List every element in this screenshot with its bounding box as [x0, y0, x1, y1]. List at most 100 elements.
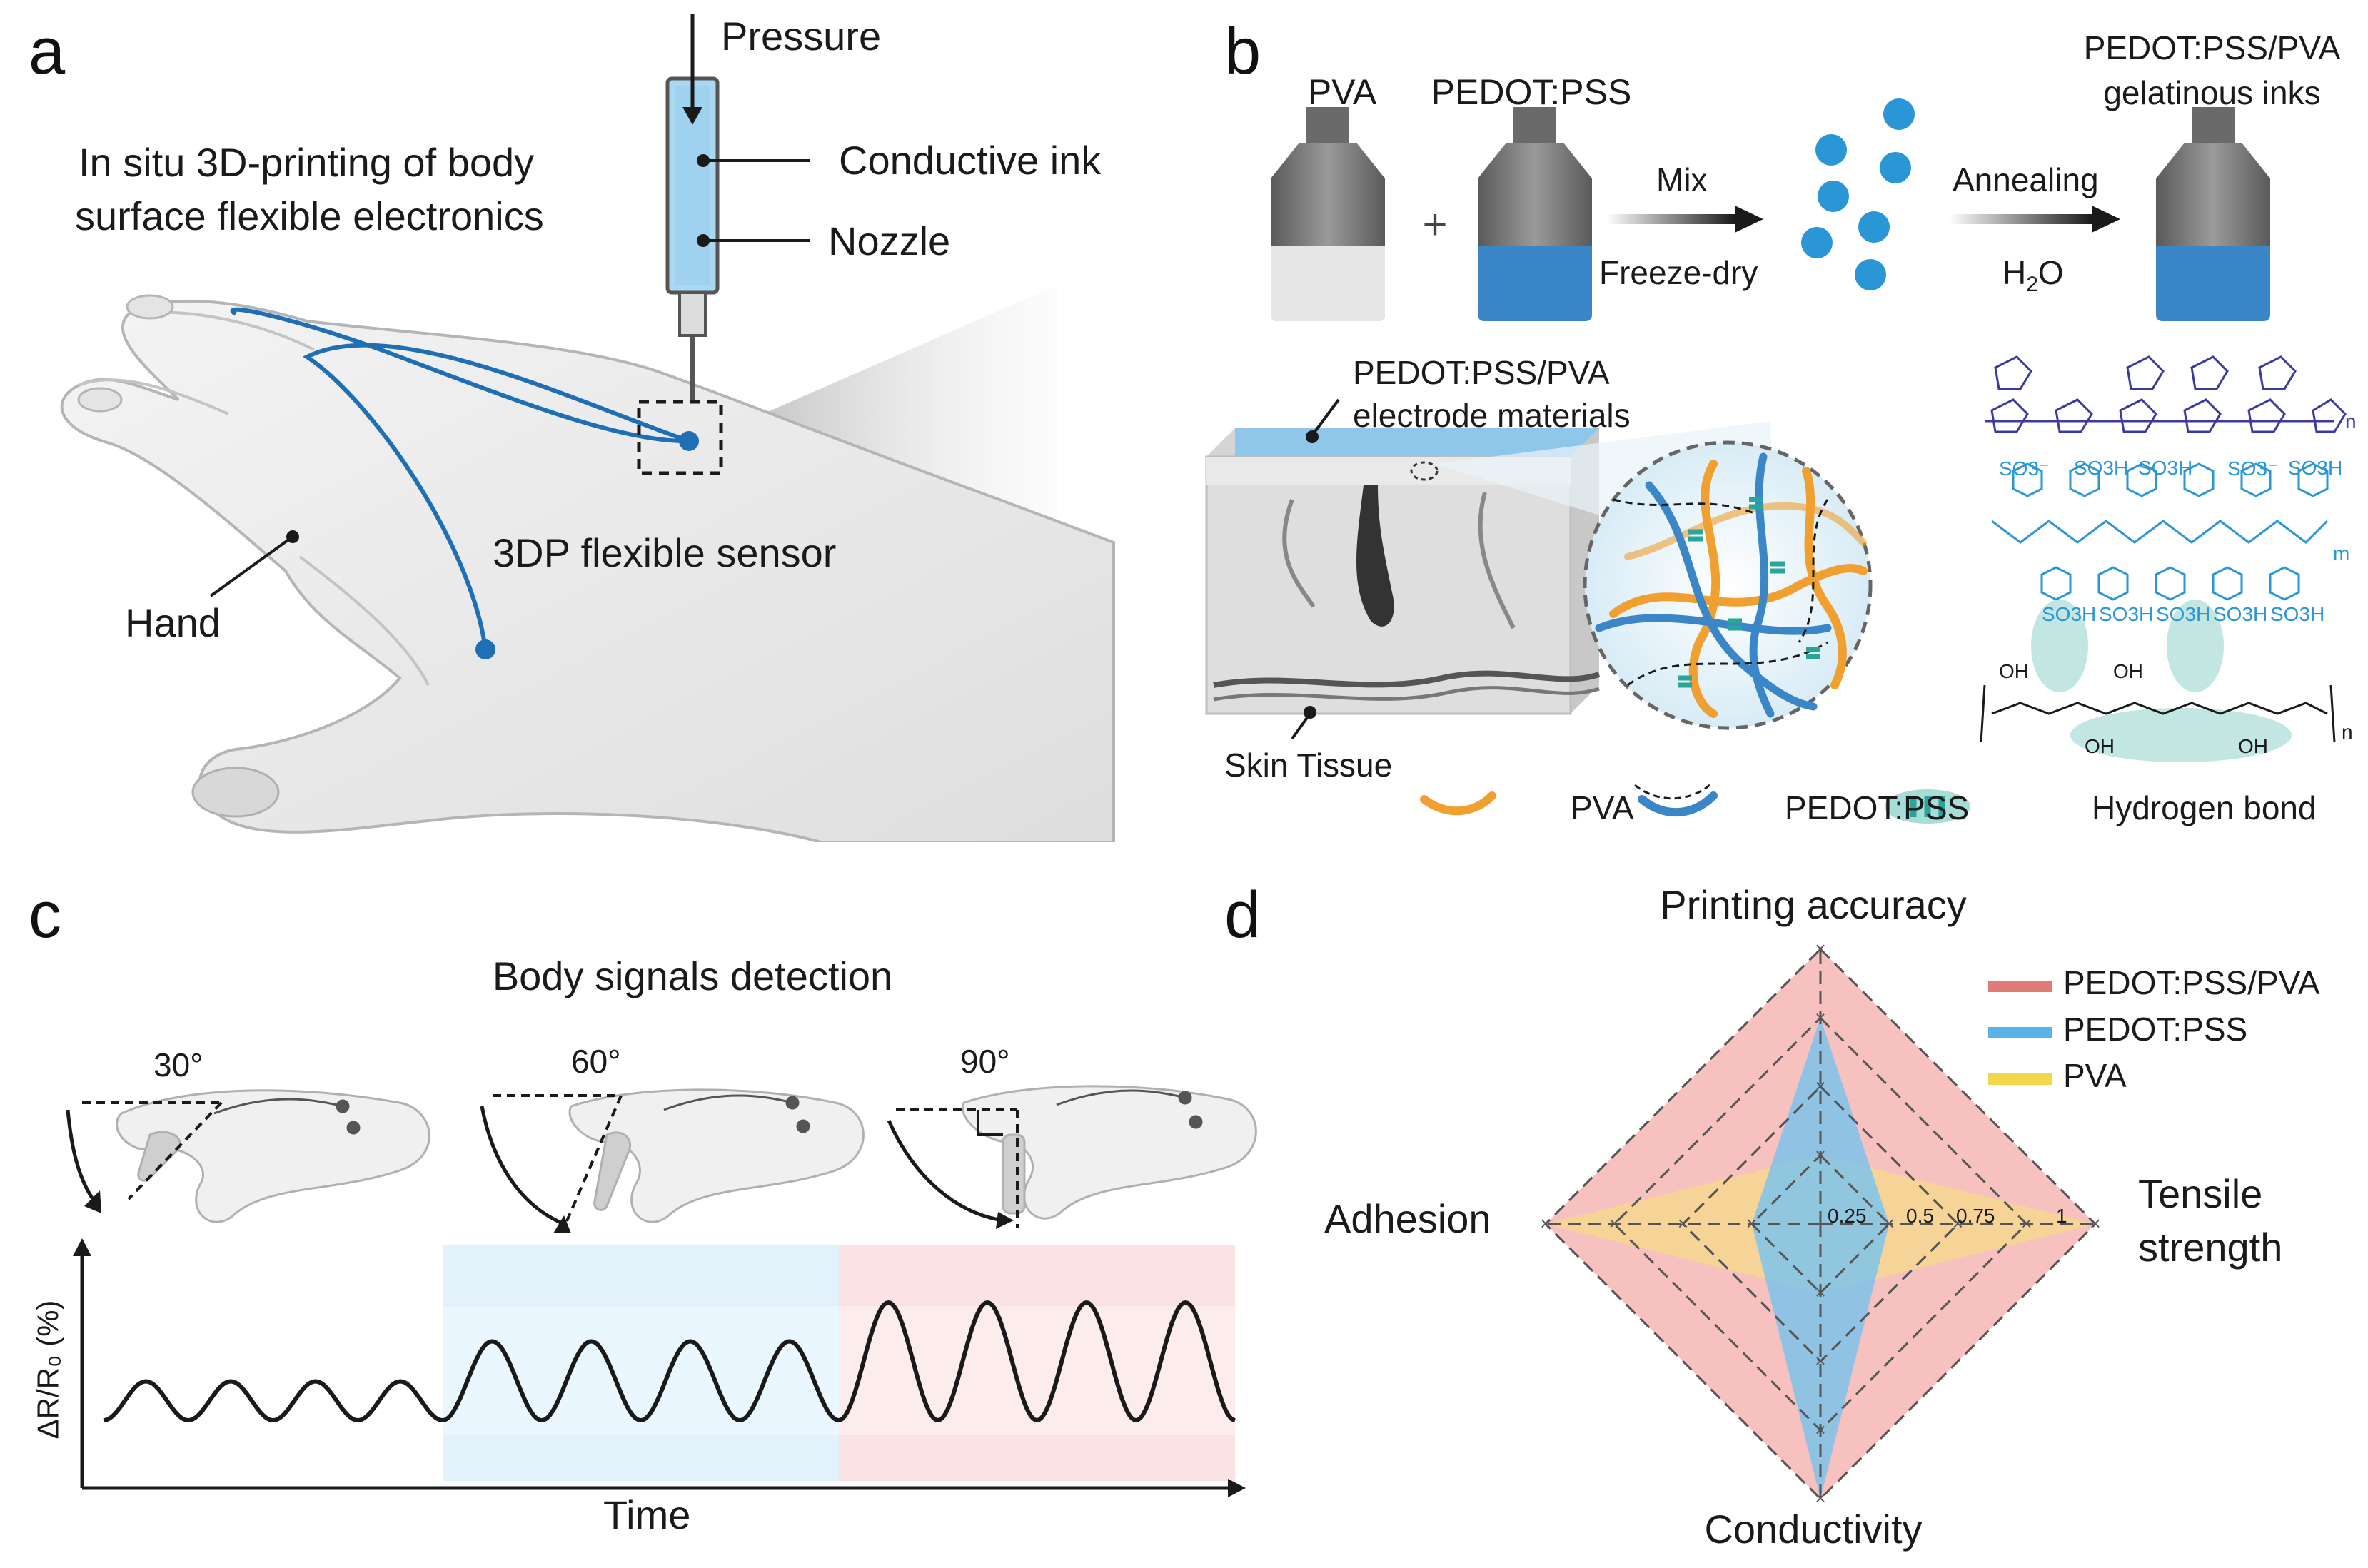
chem-m: m — [2333, 542, 2350, 565]
pressure-label: Pressure — [721, 14, 882, 59]
panel-a-label: a — [29, 15, 66, 88]
hand-shape — [60, 294, 1115, 842]
chem-oh-2: OH — [2113, 660, 2143, 682]
radar-tick-mark: × — [1953, 1213, 1963, 1234]
chem-so3h-8: SO3H — [2270, 603, 2325, 625]
syringe — [665, 14, 810, 400]
panel-a-illustration — [60, 14, 1115, 842]
legend-pedot-swatch — [1638, 791, 1718, 817]
chem-oh-3: OH — [2085, 735, 2115, 757]
hand-label: Hand — [125, 600, 221, 645]
radar-legend: PEDOT:PSS/PVA PEDOT:PSS PVA — [1988, 963, 2359, 1106]
signals-title: Body signals detection — [492, 954, 893, 998]
tick-label-0.5: 0.5 — [1906, 1205, 1934, 1227]
panel-c-chart — [66, 1085, 1257, 1497]
sensor-node-bottom — [475, 639, 495, 659]
tick-label-0.75: 0.75 — [1956, 1205, 1995, 1227]
legend-pva-swatch — [1420, 791, 1496, 816]
axis-label-conductivity: Conductivity — [1704, 1507, 1923, 1552]
legend-label-pedot: PEDOT:PSS — [2063, 1011, 2248, 1048]
ink-bottle — [2156, 107, 2270, 321]
chem-n-1: n — [2345, 410, 2357, 433]
legend-swatch-pedot-pva — [1988, 981, 2052, 992]
tick-label-0.25: 0.25 — [1828, 1205, 1867, 1227]
chem-so3h-6: SO3H — [2156, 603, 2211, 625]
radar-tick-mark: × — [1815, 1487, 1825, 1509]
legend-swatch-pva — [1988, 1073, 2052, 1085]
axis-label-tensile-line1: Tensile — [2138, 1171, 2263, 1216]
nozzle-label: Nozzle — [828, 218, 951, 263]
radar-tick-mark: × — [1815, 938, 1825, 959]
ink-label-line1: PEDOT:PSS/PVA — [2083, 29, 2341, 66]
chem-so3h-5: SO3H — [2099, 603, 2154, 625]
pva-backbone — [1991, 702, 2328, 715]
angle-60-label: 60° — [571, 1043, 621, 1080]
freeze-dried-beads — [1801, 98, 1915, 290]
chem-oh-1: OH — [1999, 660, 2029, 682]
panel-c-label: c — [29, 879, 61, 951]
mix-arrow — [1606, 214, 1735, 224]
radar-tick-mark: × — [1884, 1213, 1895, 1234]
chem-oh-4: OH — [2238, 735, 2268, 757]
panel-b-illustration: + — [1205, 98, 2347, 824]
panel-a-title-line2: surface flexible electronics — [75, 193, 544, 238]
angle-30-label: 30° — [153, 1046, 203, 1083]
electrode-label-line1: PEDOT:PSS/PVA — [1353, 354, 1610, 391]
network-zoom-circle — [1583, 440, 1873, 730]
signal-curve — [103, 1300, 1236, 1422]
bend-arrow-30 — [66, 1109, 95, 1200]
chem-so3h-1: SO3H — [2074, 457, 2129, 479]
radar-tick-mark: × — [1609, 1213, 1620, 1234]
sensor-trace-2 — [303, 343, 690, 650]
legend-hbond-label: Hydrogen bond — [2092, 789, 2317, 826]
panel-b-label: b — [1224, 15, 1261, 88]
axis-label-printing-accuracy: Printing accuracy — [1660, 882, 1967, 927]
finger-bend-90 — [962, 1085, 1257, 1220]
panel-d-label: d — [1224, 879, 1261, 951]
freeze-dry-label: Freeze-dry — [1599, 254, 1758, 291]
legend-label-pva: PVA — [2063, 1057, 2127, 1094]
hbond-highlight-1 — [2031, 600, 2088, 692]
chemical-structure — [1985, 355, 2347, 433]
zoom-box — [637, 400, 723, 475]
electrode-pointer — [1311, 398, 1340, 437]
radar-tick-mark: × — [1815, 1281, 1825, 1303]
radar-tick-mark: × — [1746, 1213, 1757, 1234]
finger-bend-60 — [568, 1088, 865, 1223]
annealing-arrow — [1949, 214, 2092, 224]
radar-tick-mark: × — [2090, 1213, 2100, 1234]
radar-tick-mark: × — [1678, 1213, 1688, 1234]
chem-so3h-4: SO3H — [2042, 603, 2097, 625]
water-subscript: 2 — [2026, 273, 2038, 297]
pva-bottle-label: PVA — [1307, 72, 1377, 112]
tick-label-1: 1 — [2056, 1205, 2067, 1227]
radar-tick-mark: × — [1815, 1006, 1825, 1028]
legend-swatch-pedot — [1988, 1027, 2052, 1038]
x-axis-label: Time — [603, 1492, 691, 1537]
axis-label-adhesion: Adhesion — [1324, 1196, 1491, 1241]
skin-tissue-label: Skin Tissue — [1224, 747, 1393, 784]
radar-grid-ring-0.5 — [1681, 1085, 1960, 1363]
hbond-highlight-2 — [2167, 600, 2224, 692]
radar-grid-ring-0.25 — [1750, 1153, 1891, 1295]
legend-pedot-label: PEDOT:PSS — [1785, 789, 1970, 826]
chem-so3-minus-2: SO3⁻ — [2227, 457, 2278, 480]
legend-pva-label: PVA — [1571, 789, 1634, 826]
water-h: H — [2002, 254, 2027, 291]
legend-hbond-swatch — [1885, 789, 1970, 824]
chem-n-2: n — [2342, 721, 2353, 743]
plus-sign: + — [1422, 201, 1447, 248]
ink-label-line2: gelatinous inks — [2103, 74, 2321, 111]
chem-so3h-3: SO3H — [2288, 457, 2343, 479]
pva-bottle — [1271, 107, 1385, 321]
mix-label: Mix — [1656, 161, 1708, 198]
radar-tick-mark: × — [2021, 1213, 2032, 1234]
radar-tick-mark: × — [1815, 1144, 1825, 1165]
axis-label-tensile-line2: strength — [2138, 1225, 2283, 1270]
bend-arrow-60 — [480, 1106, 565, 1226]
chem-so3h-7: SO3H — [2213, 603, 2268, 625]
panel-a-title-line1: In situ 3D-printing of body — [79, 140, 535, 185]
radar-tick-mark: × — [1540, 1213, 1551, 1234]
chem-so3-minus-1: SO3⁻ — [1999, 457, 2050, 480]
